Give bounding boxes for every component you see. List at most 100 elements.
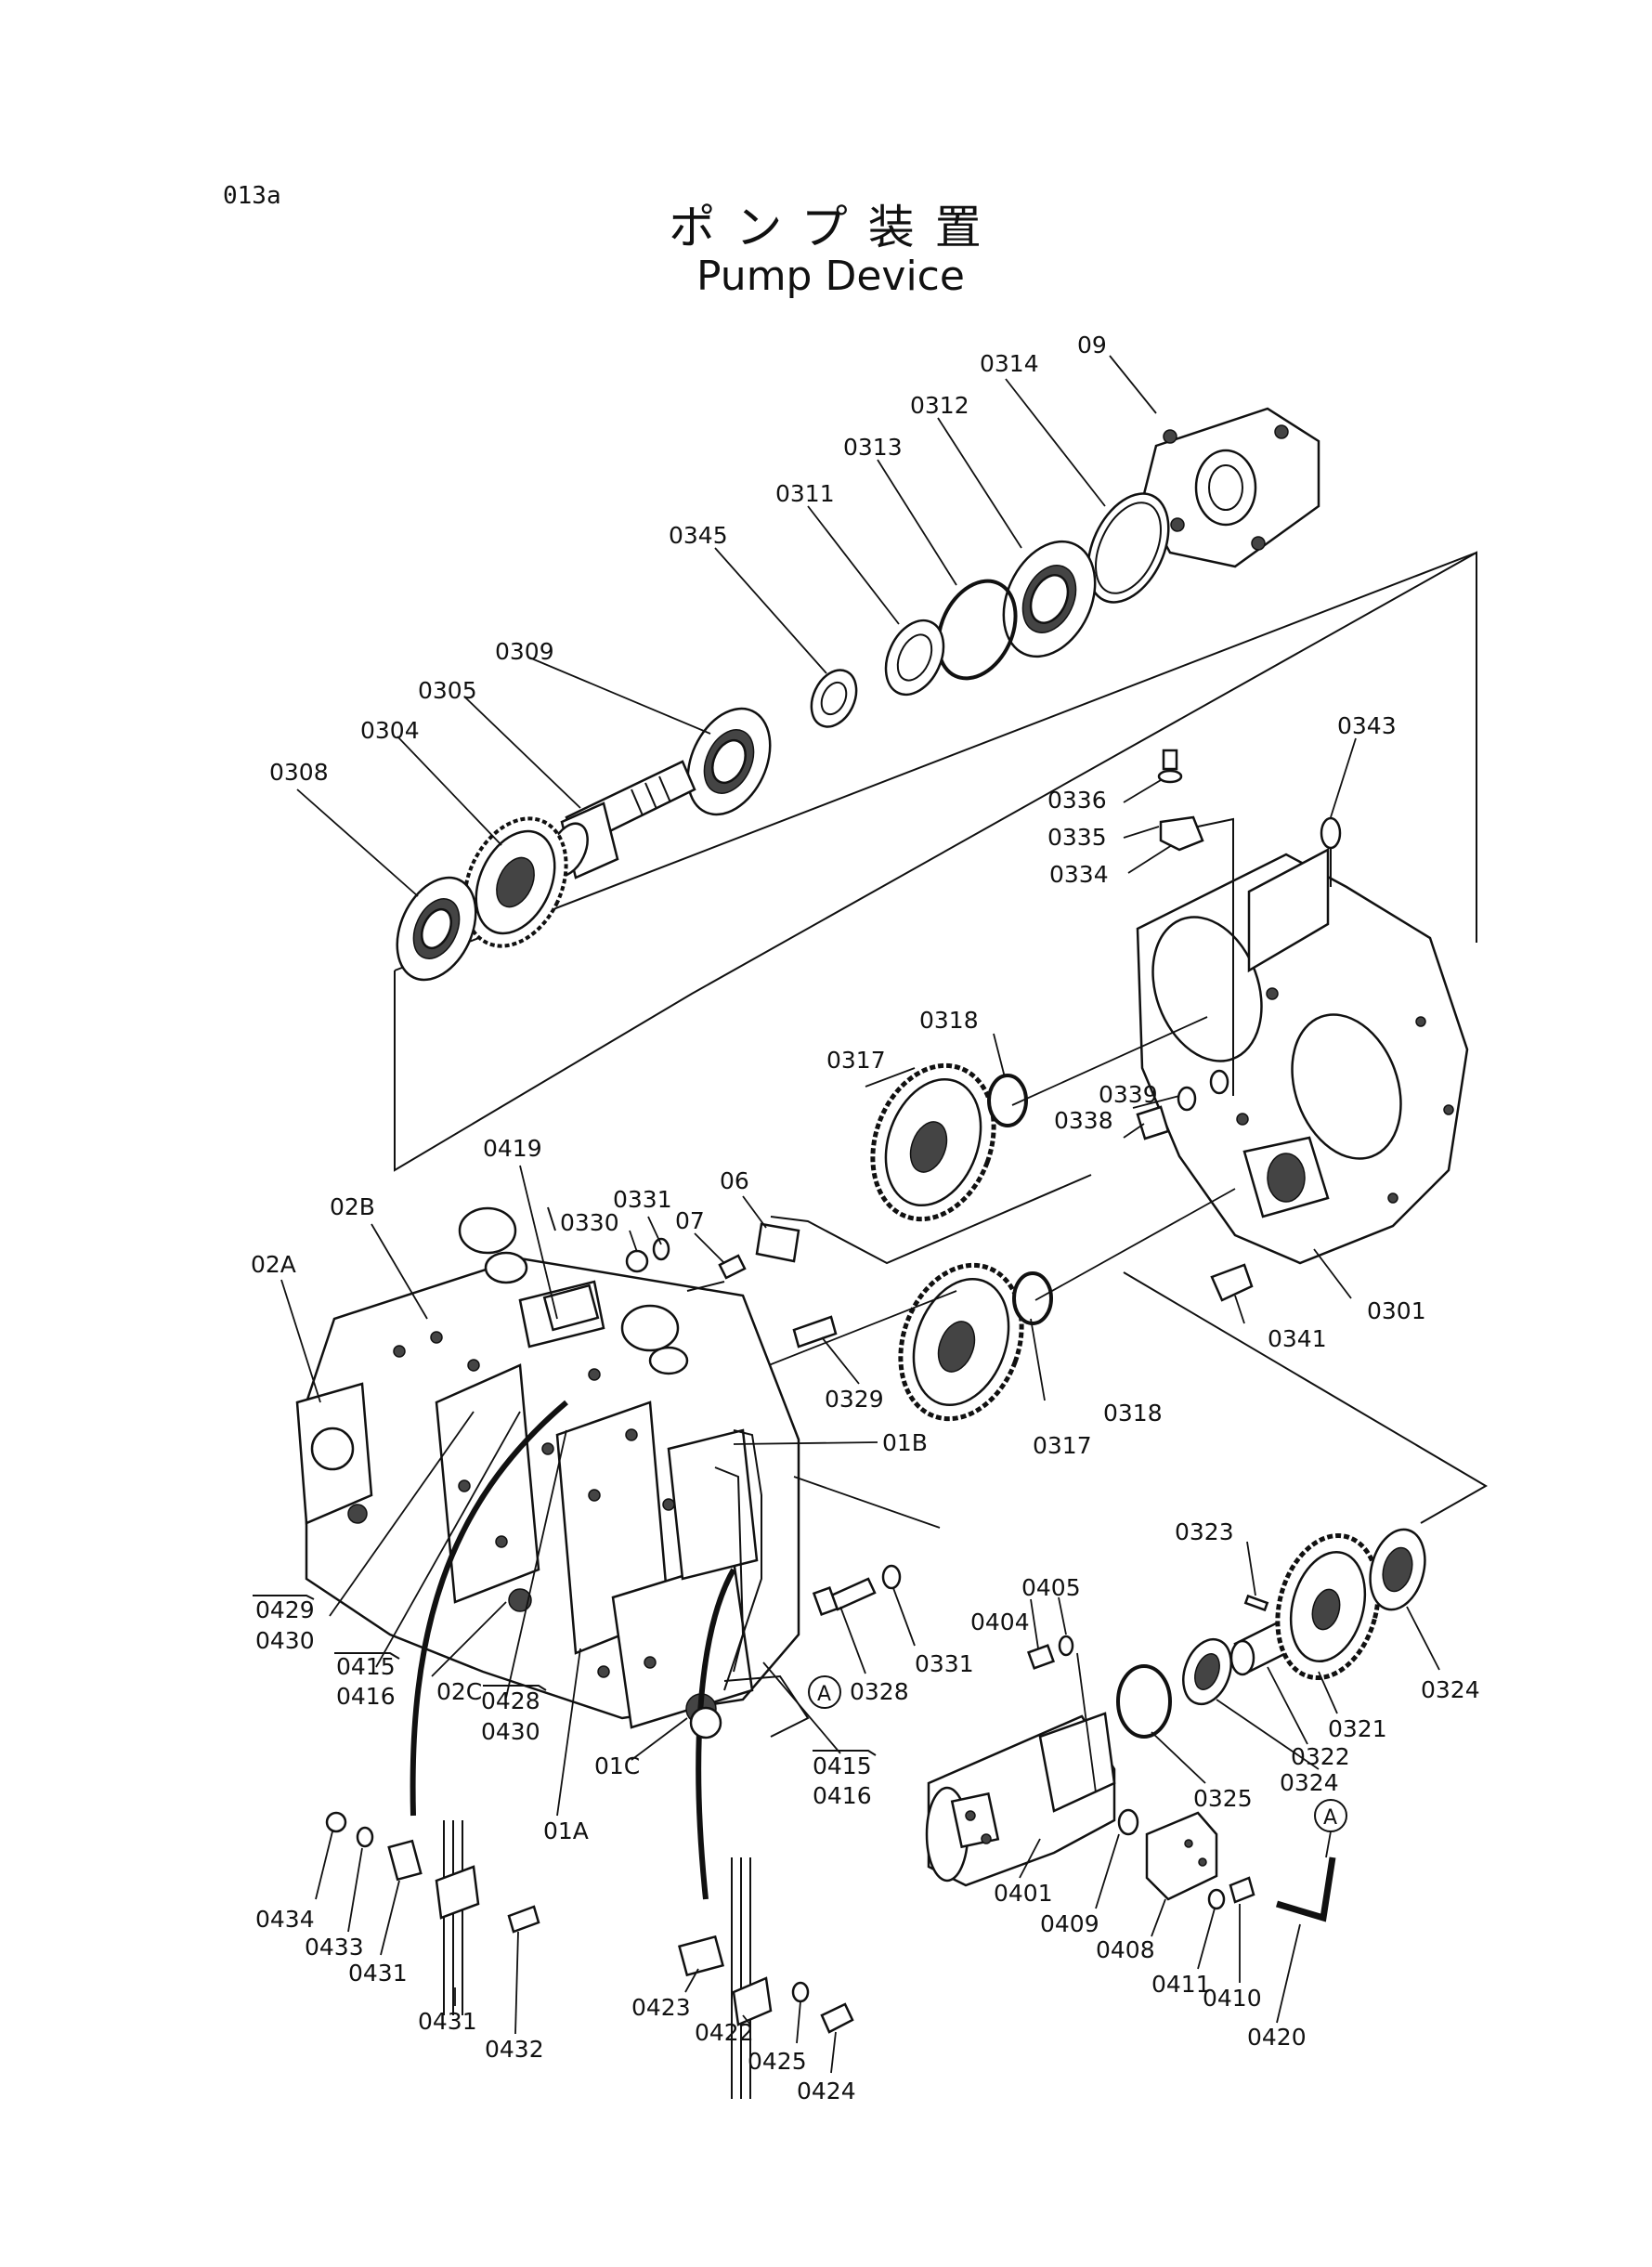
callout-0419: 0419 <box>483 1135 542 1162</box>
key-0323 <box>1243 1594 1269 1612</box>
block-0408 <box>1145 1811 1218 1901</box>
callout-0312: 0312 <box>910 392 969 419</box>
callout-0323: 0323 <box>1175 1518 1234 1545</box>
title-japanese: ポンプ装置 <box>669 201 1002 254</box>
callout-07: 07 <box>675 1207 705 1234</box>
callout-0308: 0308 <box>269 759 329 786</box>
callout-0331-upper: 0331 <box>613 1186 672 1213</box>
callout-0428: 0428 <box>481 1687 540 1714</box>
callout-0410: 0410 <box>1203 1985 1262 2012</box>
frame-link-a <box>394 552 1477 971</box>
callout-0318-lower: 0318 <box>1103 1400 1163 1427</box>
callout-0408: 0408 <box>1096 1936 1155 1963</box>
gear-0317-lower <box>898 1262 1024 1422</box>
callout-0324-outer: 0324 <box>1421 1676 1480 1703</box>
clamp-group-right <box>678 1857 854 2099</box>
callout-0336: 0336 <box>1047 787 1107 814</box>
callout-0329: 0329 <box>825 1386 884 1413</box>
callout-0317-lower: 0317 <box>1033 1432 1092 1459</box>
callout-0431-right: 0431 <box>418 2008 477 2035</box>
callout-02C: 02C <box>436 1678 482 1705</box>
eyebolt-0343 <box>1320 816 1342 887</box>
callout-0324-inner: 0324 <box>1280 1769 1339 1796</box>
callout-0313: 0313 <box>843 434 903 461</box>
callout-0325: 0325 <box>1193 1785 1253 1812</box>
callout-02B: 02B <box>330 1193 375 1220</box>
callout-0331-lower: 0331 <box>915 1650 974 1677</box>
fitting-set-0334-0336 <box>1157 749 1234 1096</box>
callout-0429: 0429 <box>255 1596 315 1623</box>
bolt-0410 <box>1229 1876 1255 1904</box>
oring-0409 <box>1117 1808 1139 1836</box>
callout-0425: 0425 <box>748 2048 807 2075</box>
callout-brackets <box>253 1595 877 1756</box>
bolt-0404-washer-0405 <box>1026 1635 1074 1670</box>
callout-0420: 0420 <box>1247 2024 1307 2051</box>
small-parts-upper <box>625 1222 838 1348</box>
leader-lines <box>280 355 1440 2074</box>
callout-0422: 0422 <box>695 2019 754 2046</box>
callout-0338: 0338 <box>1054 1107 1113 1134</box>
pump-shaft-line <box>1076 1652 1097 1793</box>
title-english: Pump Device <box>696 253 965 300</box>
callout-0415-right: 0415 <box>813 1752 872 1779</box>
callout-0309: 0309 <box>495 638 554 665</box>
upper-shaft-assembly <box>394 407 1477 1172</box>
gear-pump-0401 <box>925 1712 1116 1887</box>
ring-0314 <box>1086 492 1170 604</box>
main-pump-body <box>295 1206 800 1729</box>
callout-0415-left: 0415 <box>336 1653 396 1680</box>
callout-0405: 0405 <box>1021 1574 1081 1601</box>
callout-0432: 0432 <box>485 2036 544 2063</box>
bearing-0312 <box>1002 540 1097 658</box>
ref-circle-a1 <box>808 1675 841 1709</box>
callout-0409: 0409 <box>1040 1910 1099 1937</box>
pump-housing-0301 <box>1136 847 1469 1265</box>
callout-0411: 0411 <box>1151 1971 1211 1998</box>
bolt-0328-washer-0331 <box>812 1564 902 1616</box>
callout-0322: 0322 <box>1291 1743 1350 1770</box>
callout-0430-mid: 0430 <box>481 1718 540 1745</box>
snap-ring-0318-upper <box>987 1074 1028 1127</box>
seal-0311 <box>884 619 945 697</box>
callout-0345: 0345 <box>669 522 728 549</box>
plug-0341 <box>1210 1263 1254 1302</box>
coupling-09 <box>1140 407 1320 568</box>
oring-0313 <box>936 579 1018 681</box>
pipe-0420 <box>1275 1857 1336 1922</box>
clamp-group-left <box>325 1811 540 2015</box>
callout-0314: 0314 <box>980 350 1039 377</box>
callout-0401: 0401 <box>994 1880 1053 1907</box>
callout-01A: 01A <box>543 1818 589 1844</box>
hoses <box>410 1400 810 1900</box>
callout-09: 09 <box>1077 332 1107 358</box>
washer-0411 <box>1207 1888 1226 1910</box>
callout-0321: 0321 <box>1328 1715 1387 1742</box>
plug-0338-washer-0339 <box>1136 1069 1229 1140</box>
callout-01B: 01B <box>882 1429 928 1456</box>
gear-0321 <box>1275 1532 1381 1681</box>
ref-letter-a2: A <box>1323 1806 1337 1830</box>
ring-0345 <box>810 669 858 728</box>
ref-circle-a2 <box>1314 1799 1347 1832</box>
callout-0335: 0335 <box>1047 824 1107 851</box>
callout-0334: 0334 <box>1049 861 1109 888</box>
callout-0341: 0341 <box>1268 1325 1327 1352</box>
callout-01C: 01C <box>594 1752 640 1779</box>
callout-0305: 0305 <box>418 677 477 704</box>
callout-0317-upper: 0317 <box>826 1047 886 1074</box>
callout-0328: 0328 <box>850 1678 909 1705</box>
group-frame-upper <box>394 551 1477 1172</box>
callout-0416-left: 0416 <box>336 1683 396 1710</box>
callout-0339: 0339 <box>1099 1081 1158 1108</box>
callout-0434: 0434 <box>255 1906 315 1933</box>
page-code: 013a <box>223 182 281 210</box>
callout-0424: 0424 <box>797 2078 856 2104</box>
gear-0317-upper <box>870 1062 996 1222</box>
callout-0343: 0343 <box>1337 712 1397 739</box>
callout-0311: 0311 <box>775 480 835 507</box>
callout-labels: 09 0314 0312 0313 0311 0345 0309 0305 03… <box>251 332 1480 2104</box>
callout-0318-upper: 0318 <box>919 1007 979 1034</box>
bearing-0309 <box>686 707 772 816</box>
